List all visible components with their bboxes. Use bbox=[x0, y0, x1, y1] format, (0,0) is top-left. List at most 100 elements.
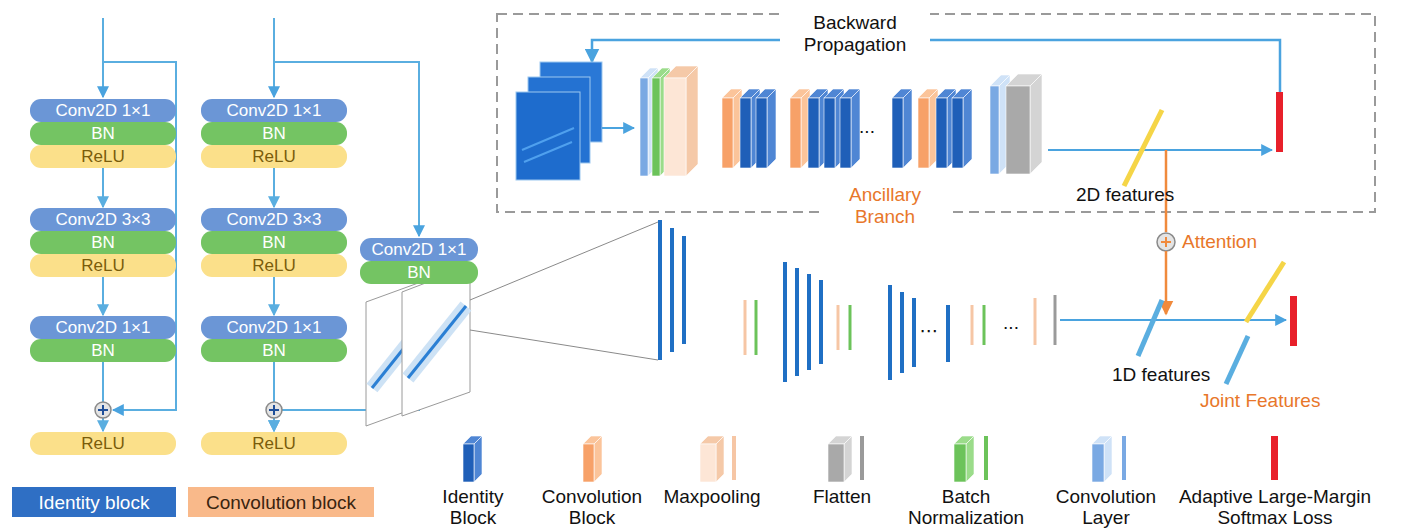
layer-stroke bbox=[971, 305, 974, 345]
connector bbox=[102, 277, 104, 315]
connector bbox=[273, 168, 275, 207]
node-text: BN bbox=[262, 125, 286, 142]
flow-arrow bbox=[602, 127, 634, 129]
batchnorm-layer: BN bbox=[30, 122, 176, 145]
feature-vector bbox=[1138, 300, 1162, 356]
cube-front bbox=[664, 78, 686, 176]
legend-text: Convolution Block bbox=[532, 487, 652, 529]
batchnorm-layer: BN bbox=[201, 339, 347, 362]
node-text: Conv2D 1×1 bbox=[227, 319, 322, 336]
legend-text: Convolution Layer bbox=[1046, 487, 1166, 529]
conv2d-layer: Conv2D 1×1 bbox=[201, 316, 347, 339]
cube-front bbox=[1092, 444, 1104, 482]
text-label: Backward Propagation bbox=[780, 12, 930, 56]
layer-stroke bbox=[658, 220, 662, 360]
signal-panels bbox=[366, 266, 470, 426]
add-symbol bbox=[95, 402, 111, 418]
node-text: BN bbox=[407, 264, 431, 281]
drawing-part bbox=[516, 92, 580, 180]
drawing-part bbox=[1122, 436, 1126, 480]
layer-stroke bbox=[1054, 295, 1057, 345]
conv2d-layer: Conv2D 3×3 bbox=[30, 208, 176, 231]
layer-stroke bbox=[755, 300, 758, 355]
layer-stroke bbox=[795, 268, 799, 376]
projection-line bbox=[470, 222, 658, 360]
node-text: Conv2D 3×3 bbox=[227, 211, 322, 228]
flow-arrow bbox=[1060, 319, 1286, 321]
node-text: Identity block bbox=[39, 493, 150, 512]
batchnorm-layer: BN bbox=[201, 122, 347, 145]
layer-stroke bbox=[819, 280, 823, 364]
legend-text: Identity Block bbox=[428, 487, 518, 529]
text-label: 1D features bbox=[1112, 364, 1222, 386]
node-text: Conv2D 1×1 bbox=[56, 102, 151, 119]
node-text: BN bbox=[91, 234, 115, 251]
add-symbol bbox=[1157, 233, 1175, 251]
drawing-part bbox=[266, 402, 282, 418]
node-text: ReLU bbox=[81, 435, 124, 452]
node-text: BN bbox=[91, 342, 115, 359]
layer-stroke bbox=[983, 305, 986, 345]
node-text: ReLU bbox=[81, 257, 124, 274]
cube-front bbox=[808, 98, 819, 168]
legend-text: Adaptive Large-Margin Softmax Loss bbox=[1160, 487, 1390, 529]
node-text: BN bbox=[262, 234, 286, 251]
layer-stroke bbox=[744, 300, 747, 355]
cube-front bbox=[640, 78, 648, 176]
text-label: ⋯ bbox=[914, 320, 944, 342]
batchnorm-layer: BN bbox=[30, 231, 176, 254]
node-text: Convolution block bbox=[206, 493, 356, 512]
dashed-region bbox=[497, 14, 1375, 212]
cube-side bbox=[1030, 74, 1042, 174]
feature-vector bbox=[1246, 262, 1284, 322]
node-text: ReLU bbox=[252, 257, 295, 274]
conv2d-layer: Conv2D 1×1 bbox=[30, 316, 176, 339]
cube-front bbox=[954, 444, 966, 482]
legend-samples bbox=[463, 436, 1278, 482]
feature-vector bbox=[1226, 336, 1248, 384]
drawing-part bbox=[98, 405, 108, 415]
loss-bar bbox=[1276, 92, 1283, 152]
text-label: ... bbox=[996, 312, 1026, 334]
layer-stroke bbox=[912, 298, 916, 367]
cube-front bbox=[722, 98, 733, 168]
layer-stroke bbox=[807, 274, 811, 370]
drawing-part bbox=[1271, 436, 1278, 480]
text-label: 2D features bbox=[1076, 184, 1186, 206]
conv2d-layer: Conv2D 3×3 bbox=[201, 208, 347, 231]
node-text: Conv2D 1×1 bbox=[372, 241, 467, 258]
layer-stroke bbox=[670, 228, 674, 352]
layer-stroke bbox=[946, 305, 950, 362]
layer-stroke bbox=[783, 262, 787, 382]
cube-front bbox=[824, 98, 835, 168]
legend-box: Convolution block bbox=[188, 487, 374, 517]
text-label: Joint Features bbox=[1200, 390, 1340, 412]
layer-stroke bbox=[682, 236, 686, 344]
node-text: ReLU bbox=[252, 148, 295, 165]
cube-side bbox=[594, 436, 602, 482]
cube-side bbox=[716, 436, 724, 482]
text-label: Attention bbox=[1182, 231, 1282, 253]
cube-front bbox=[790, 98, 801, 168]
legend-text: Flatten bbox=[792, 487, 892, 508]
node-text: ReLU bbox=[81, 148, 124, 165]
flow-arrow bbox=[1048, 149, 1272, 151]
text-label: Ancillary Branch bbox=[820, 184, 950, 228]
batchnorm-layer: BN bbox=[360, 261, 478, 284]
connector bbox=[273, 277, 275, 315]
drawing-part bbox=[1161, 237, 1171, 247]
layer-stroke bbox=[1034, 298, 1037, 345]
cube-front bbox=[652, 78, 660, 176]
cube-side bbox=[844, 436, 852, 482]
cube-front bbox=[892, 98, 903, 168]
drawing-part bbox=[269, 405, 279, 415]
connector bbox=[102, 362, 104, 431]
cube-front bbox=[990, 86, 999, 174]
layer-stroke bbox=[900, 292, 904, 373]
cube-side bbox=[1104, 436, 1112, 482]
relu-layer: ReLU bbox=[30, 145, 176, 168]
cube-front bbox=[740, 98, 751, 168]
relu-layer: ReLU bbox=[201, 432, 347, 455]
cube-side bbox=[686, 66, 698, 176]
